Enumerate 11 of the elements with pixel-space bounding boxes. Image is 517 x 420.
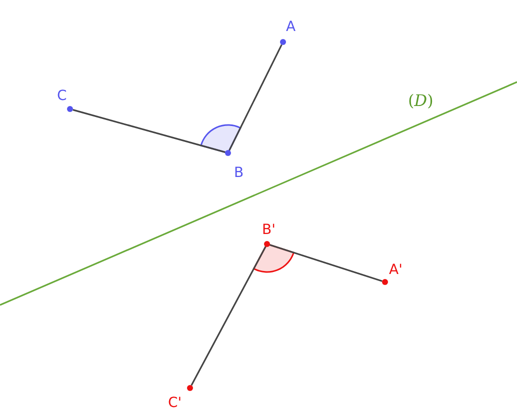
point-label: B' [262, 222, 276, 238]
line-segment [270, 244, 382, 282]
point-label: C [57, 88, 67, 104]
line-label: (D) [408, 91, 434, 111]
point-label: B [234, 165, 244, 181]
point-label: A' [389, 262, 402, 278]
line-segment [228, 44, 282, 151]
point-label: C' [168, 395, 182, 411]
line-segment [72, 109, 226, 153]
point-label: A [286, 19, 296, 35]
line-segment [190, 246, 266, 386]
